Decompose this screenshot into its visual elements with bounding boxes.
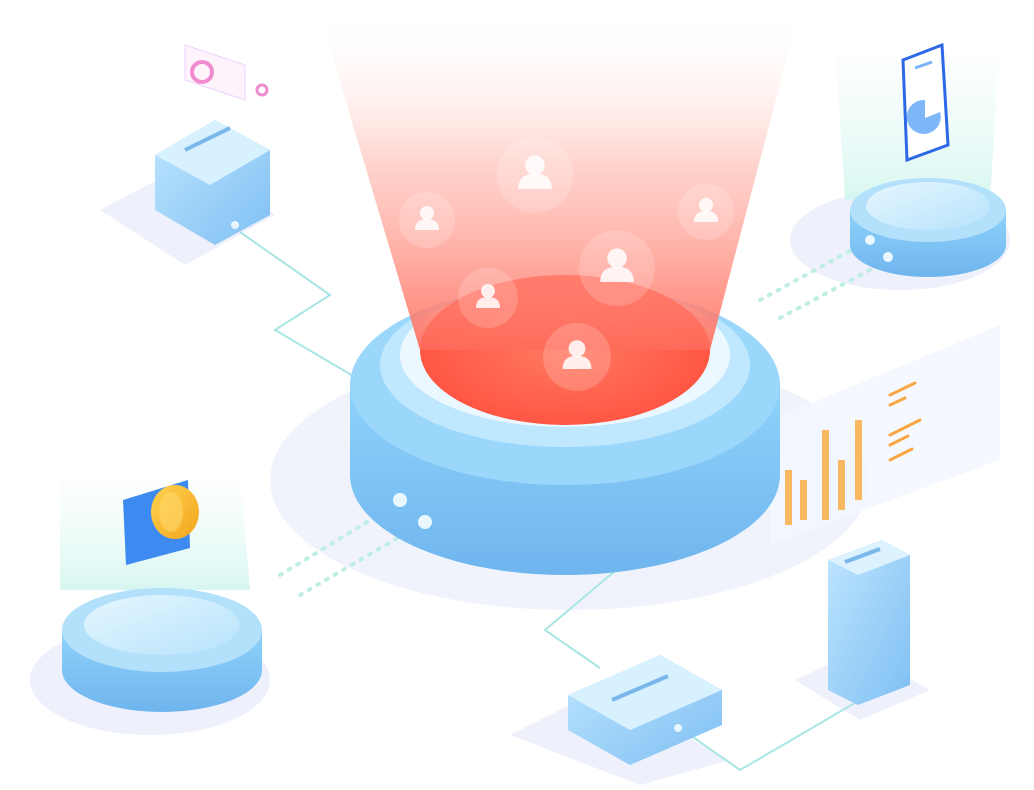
user-avatar-icon: [458, 268, 518, 328]
smartphone-icon: [901, 42, 950, 163]
user-avatar-icon: [497, 137, 573, 213]
data-beam: [318, 8, 800, 350]
analytics-panel: [770, 325, 1000, 545]
user-avatar-icon: [678, 184, 734, 240]
payment-card: [60, 470, 262, 712]
server-icon: [828, 540, 910, 705]
card-coin-icon: [123, 480, 199, 565]
user-avatars: [399, 137, 734, 391]
router-icon: [568, 655, 722, 765]
user-avatar-icon: [399, 192, 455, 248]
user-avatar-icon: [543, 323, 611, 391]
bar-chart-icon: [785, 420, 862, 525]
text-lines-icon: [888, 381, 922, 462]
wire-printer-hub: [239, 231, 361, 381]
user-avatar-icon: [579, 230, 655, 306]
printer-icon: [155, 44, 270, 245]
mobile-phone: [835, 40, 1006, 277]
wire-router-server: [679, 699, 861, 772]
